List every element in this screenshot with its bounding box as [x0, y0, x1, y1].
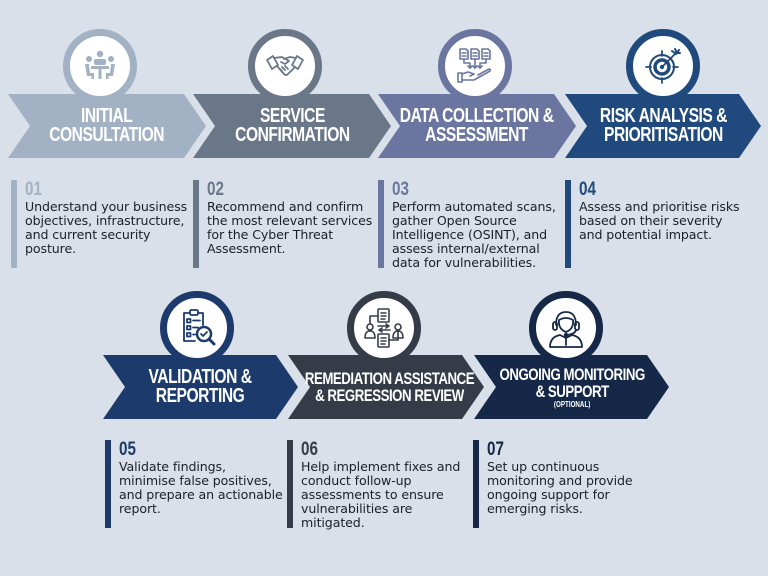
step-2-description: 02 Recommend and confirm the most releva…: [193, 180, 378, 268]
step-number: 03: [392, 179, 409, 200]
chevron-shape: [474, 355, 669, 419]
chevron-shape: [193, 94, 391, 158]
step-4-title: Risk Analysis &Prioritisation: [599, 105, 727, 146]
target-icon: [645, 48, 681, 84]
step-4-description: 04 Assess and prioritise risks based on …: [565, 180, 745, 268]
step-1-title: InitialConsultation: [49, 105, 165, 146]
accent-bar: [287, 440, 293, 528]
accent-bar: [105, 440, 111, 528]
step-7-icon-circle: [529, 291, 603, 365]
step-3-title: Data Collection &Assessment: [400, 105, 554, 146]
step-3-icon-circle: [438, 29, 512, 103]
step-7-arrow: Ongoing Monitoring& Support (Optional): [474, 355, 669, 419]
chevron-shape: [103, 355, 298, 419]
optional-note: (Optional): [554, 400, 591, 409]
step-number: 01: [25, 179, 42, 200]
step-number: 05: [119, 439, 136, 460]
handshake-icon: [266, 55, 304, 76]
step-text: Perform automated scans, gather Open Sou…: [392, 199, 556, 270]
step-text: Recommend and confirm the most relevant …: [207, 199, 373, 256]
step-number: 02: [207, 179, 224, 200]
step-7-description: 07 Set up continuous monitoring and prov…: [473, 440, 653, 528]
step-5-title: Validation &Reporting: [148, 366, 253, 407]
step-text: Help implement fixes and conduct follow-…: [301, 459, 461, 530]
step-7-title: Ongoing Monitoring& Support (Optional): [499, 365, 646, 409]
step-3-arrow: Data Collection &Assessment: [378, 94, 576, 158]
accent-bar: [565, 180, 571, 268]
step-1-arrow: InitialConsultation: [8, 94, 206, 158]
step-number: 07: [487, 439, 504, 460]
step-6-icon-circle: [347, 291, 421, 365]
clipboard-magnifier-icon: [183, 309, 216, 346]
step-2-title: ServiceConfirmation: [234, 105, 350, 146]
step-5-description: 05 Validate findings, minimise false pos…: [105, 440, 285, 528]
step-2-icon-circle: [248, 29, 322, 103]
headset-support-icon: [549, 311, 583, 348]
step-5-arrow: Validation &Reporting: [103, 355, 298, 419]
chevron-shape: [8, 94, 206, 158]
step-text: Assess and prioritise risks based on the…: [579, 199, 740, 242]
meeting-table-icon: [85, 50, 115, 79]
people-exchange-icon: [364, 308, 404, 348]
step-text: Validate findings, minimise false positi…: [119, 459, 283, 516]
step-1-description: 01 Understand your business objectives, …: [11, 180, 196, 268]
step-4-icon-circle: [626, 29, 700, 103]
step-6-title: Remediation Assistance& Regression Revie…: [304, 369, 474, 405]
step-number: 04: [579, 179, 596, 200]
accent-bar: [193, 180, 199, 268]
accent-bar: [378, 180, 384, 268]
step-text: Understand your business objectives, inf…: [25, 199, 188, 256]
chevron-shape: [565, 94, 761, 158]
step-number: 06: [301, 439, 318, 460]
documents-to-hand-icon: [457, 48, 492, 83]
step-text: Set up continuous monitoring and provide…: [487, 459, 633, 516]
step-6-arrow: Remediation Assistance& Regression Revie…: [288, 355, 484, 419]
step-1-icon-circle: [63, 29, 137, 103]
chevron-shape: [288, 355, 484, 419]
step-2-arrow: ServiceConfirmation: [193, 94, 391, 158]
accent-bar: [473, 440, 479, 528]
step-3-description: 03 Perform automated scans, gather Open …: [378, 179, 563, 270]
chevron-shape: [378, 94, 576, 158]
step-5-icon-circle: [160, 291, 234, 365]
step-6-description: 06 Help implement fixes and conduct foll…: [287, 439, 465, 530]
accent-bar: [11, 180, 17, 268]
step-4-arrow: Risk Analysis &Prioritisation: [565, 94, 761, 158]
